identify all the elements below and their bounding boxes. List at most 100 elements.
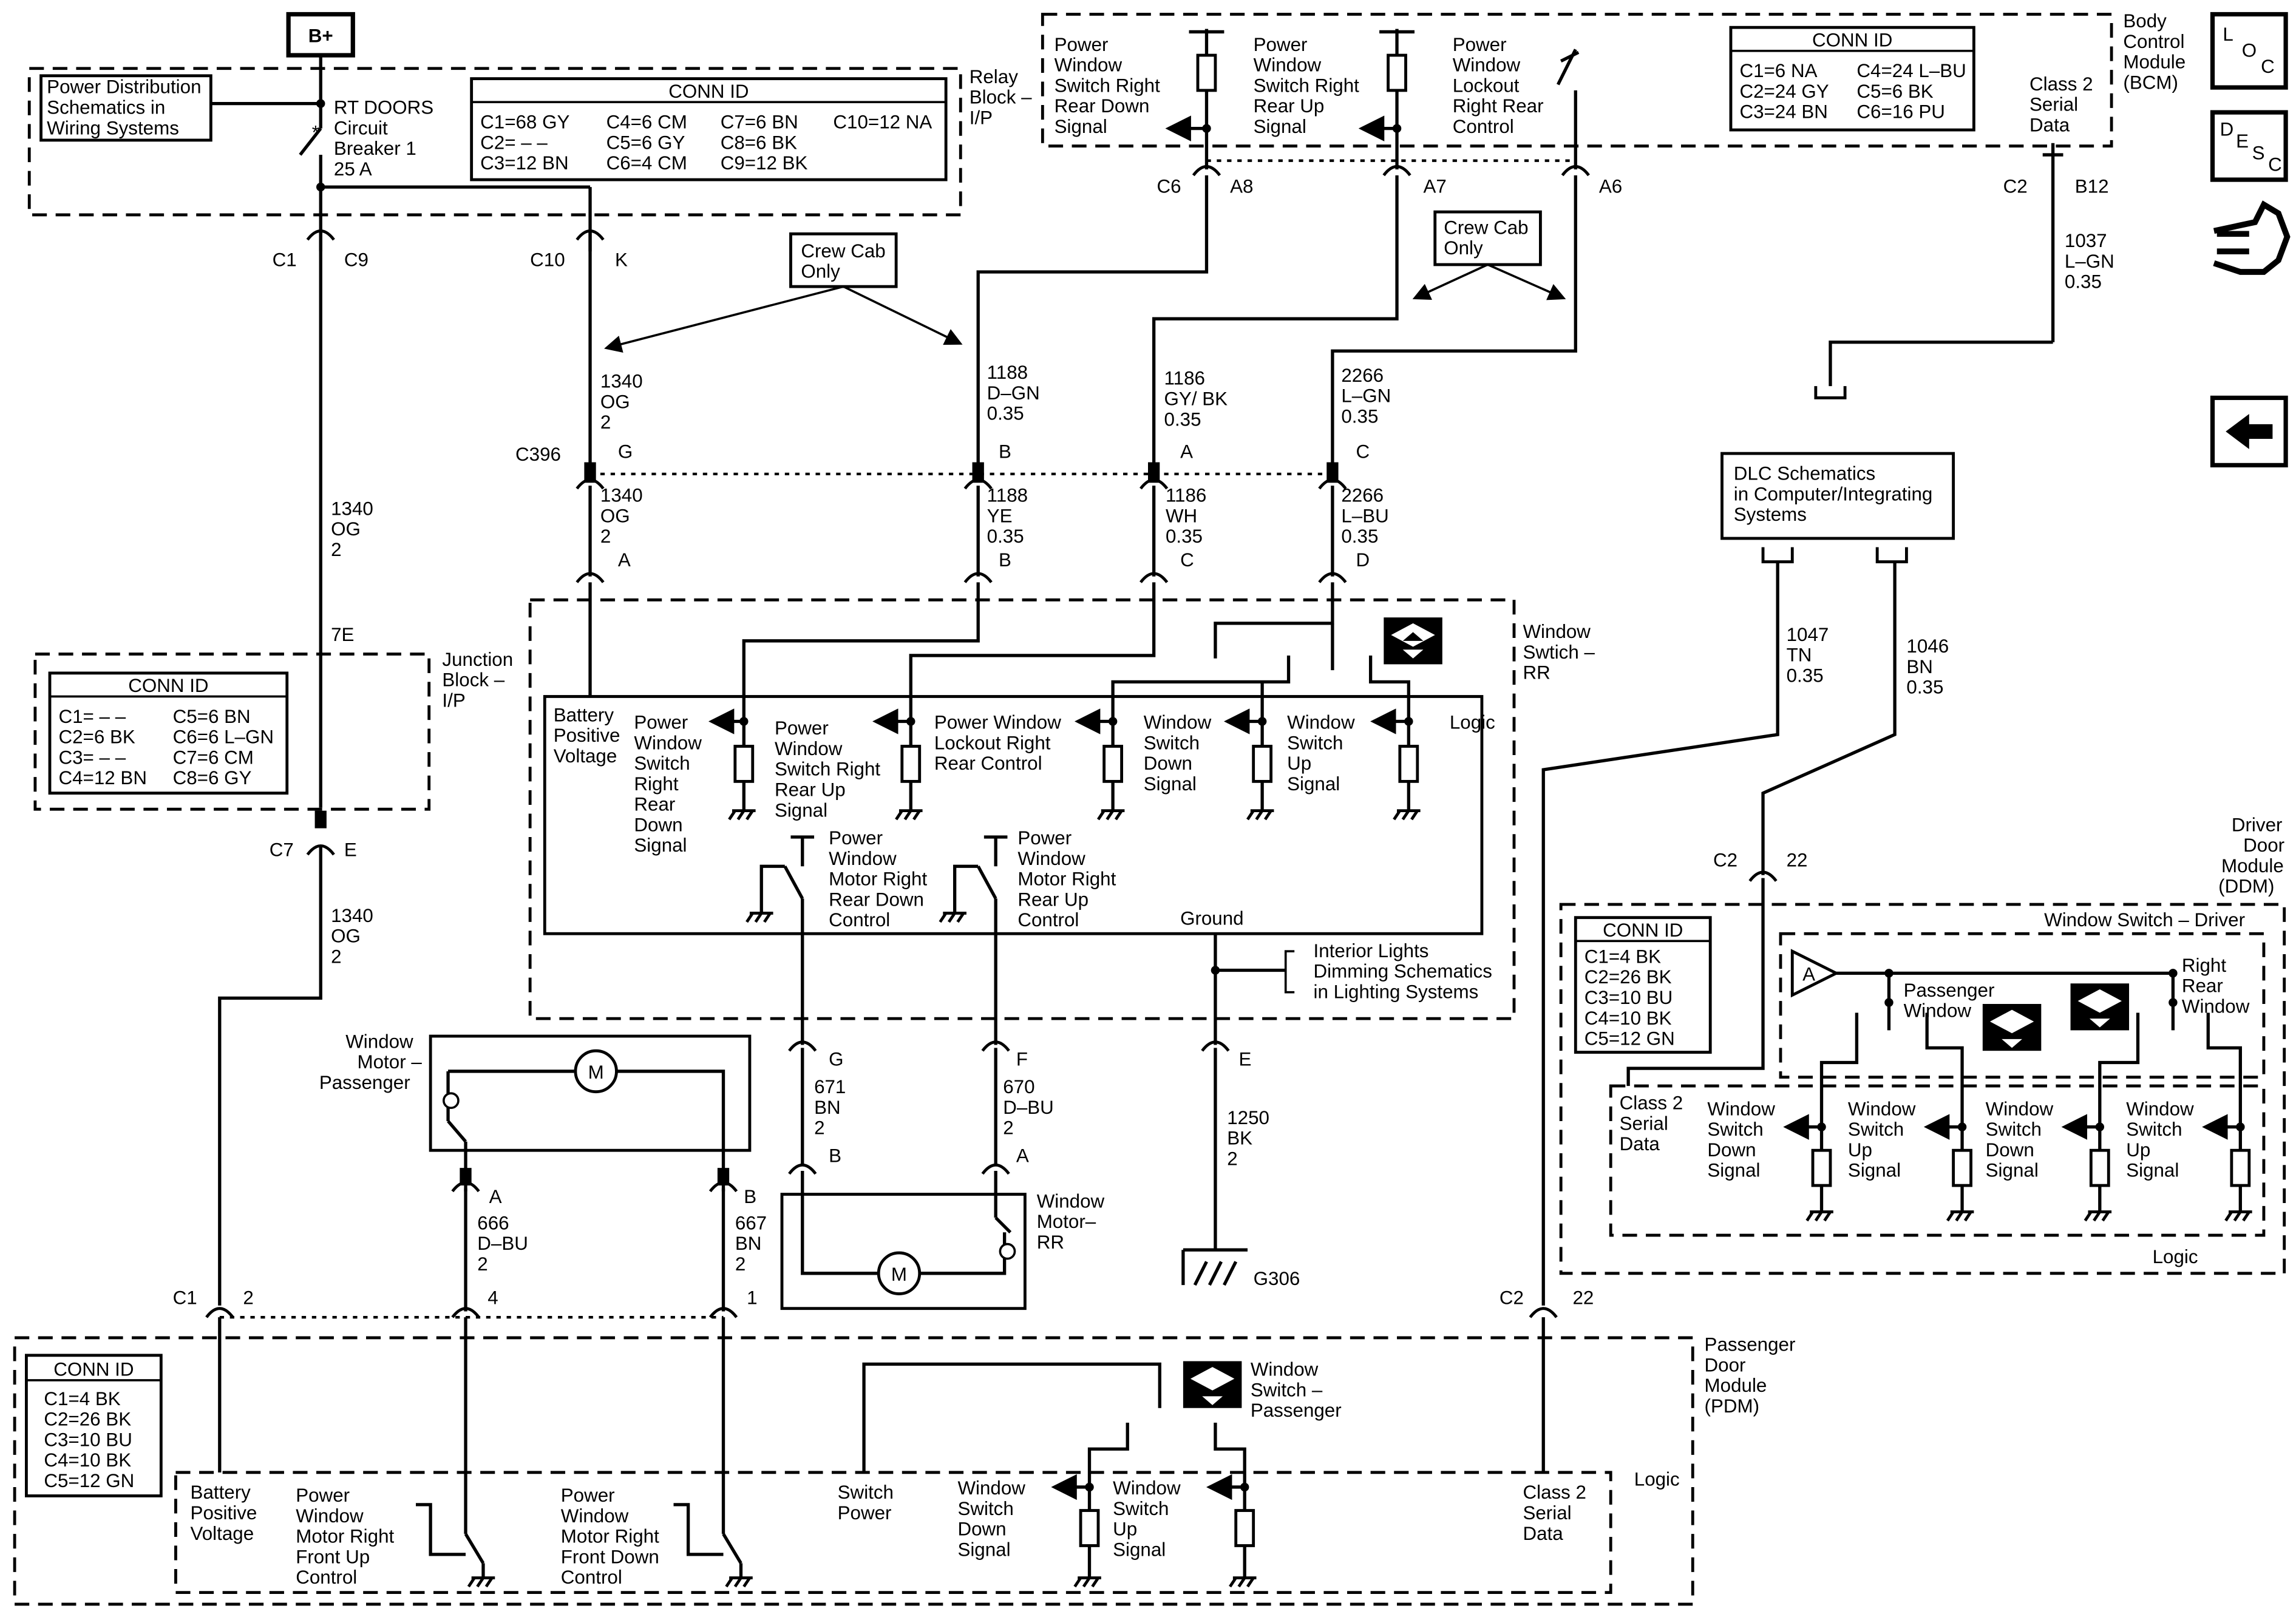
diagram-label: Switch (1113, 1498, 1169, 1519)
wire-1037-label: 1037 L–GN 0.35 (2065, 230, 2114, 293)
location-icon[interactable]: L O C (2210, 12, 2288, 90)
pds-line-3: Wiring Systems (47, 117, 179, 138)
diagram-label: C3=12 BN (480, 152, 569, 174)
rr-bottom-connectors: G F E 671 BN 2 670 D–BU 2 1250 BK 2 (788, 1040, 1269, 1250)
diagram-label: Power (829, 827, 883, 849)
diagram-label: C2= – – (480, 132, 548, 153)
diagram-label: C1=4 BK (1584, 946, 1661, 967)
diagram-label: Motor Right (561, 1526, 659, 1547)
connector-tool-icon[interactable] (2213, 200, 2291, 275)
dlc-connection (1814, 341, 2053, 399)
diagram-label: Systems (1734, 504, 1807, 525)
window-switch-rr-label: Window Swtich – RR Logic (1450, 621, 1595, 733)
diagram-label: C4=24 L–BU (1856, 60, 1966, 81)
crew-cab-note-2[interactable]: Crew Cab Only (1412, 210, 1566, 300)
diagram-label: Passenger (1705, 1334, 1796, 1355)
diagram-label: DLC Schematics (1734, 463, 1875, 484)
power-distribution-ref[interactable]: Power Distribution Schematics in Wiring … (39, 74, 212, 142)
diagram-label: Window (1037, 1190, 1105, 1212)
diagram-label: L–GN (1341, 385, 1391, 407)
dlc-ref[interactable]: DLC Schematics in Computer/Integrating S… (1720, 452, 1955, 540)
diagram-label: Logic (1450, 712, 1495, 733)
diagram-label: 1186 (1164, 368, 1205, 389)
description-icon[interactable]: D E S C (2210, 110, 2288, 182)
diagram-label: Signal (1055, 116, 1107, 137)
diagram-label: CONN ID (1812, 30, 1892, 51)
diagram-label: Window (775, 738, 843, 759)
diagram-label: C5=12 GN (44, 1470, 134, 1491)
diagram-label: BN (814, 1097, 841, 1118)
ddm-passenger-switch-icon[interactable] (1982, 1004, 2042, 1051)
diagram-label: C3=10 BU (1584, 987, 1673, 1008)
diagram-label: Module (2221, 855, 2284, 876)
diagram-label: Right Rear (1453, 95, 1544, 117)
bcm-circuit-a7 (1358, 29, 1415, 170)
diagram-label: TN (1787, 645, 1812, 666)
diagram-label: 0.35 (987, 403, 1024, 424)
diagram-label: Rear Down (1055, 95, 1150, 117)
diagram-label: Class 2 (2029, 73, 2093, 95)
diagram-label: 0.35 (987, 526, 1024, 547)
diagram-label: A (489, 1186, 502, 1207)
diagram-label: B (744, 1186, 756, 1207)
diagram-label: Window (2182, 995, 2250, 1017)
diagram-label: Circuit (334, 117, 388, 138)
diagram-label: Lockout (1453, 75, 1520, 96)
diagram-label: C1= – – (58, 706, 126, 727)
diagram-label: Window (1113, 1477, 1181, 1499)
diagram-label: Serial (1523, 1502, 1571, 1524)
ddm-boundary (1559, 903, 2286, 1275)
crew-cab-note-1[interactable]: Crew Cab Only (604, 232, 963, 353)
diagram-label: Down (957, 1519, 1006, 1540)
diagram-label: Serial (2029, 94, 2078, 115)
diagram-label: (BCM) (2123, 72, 2178, 93)
diagram-label: C1=4 BK (44, 1388, 120, 1409)
diagram-label: Driver (2232, 814, 2283, 835)
diagram-label: A (618, 549, 631, 571)
relay-conn-id-table: CONN ID C1=68 GY C4=6 CM C7=6 BN C10=12 … (470, 77, 948, 181)
diagram-label: D–BU (477, 1233, 528, 1254)
window-switch-icon-rr[interactable] (1384, 617, 1442, 665)
diagram-label: G (618, 441, 633, 462)
diagram-label: C6=16 PU (1856, 101, 1945, 123)
diagram-label: Positive (191, 1502, 257, 1524)
bcm-conn-id-table: CONN ID C1=6 NA C4=24 L–BU C2=24 GY C5=6… (1729, 25, 1975, 132)
b-plus-terminal: B+ (286, 12, 355, 58)
diagram-label: 670 (1003, 1076, 1034, 1097)
bottom-wire-labels: 1340 OG 2 1188 YE 0.35 1186 WH 0.35 2266… (600, 485, 1389, 547)
diagram-label: Window (1848, 1098, 1916, 1119)
diagram-label: 671 (814, 1076, 846, 1097)
diagram-label: D–GN (987, 382, 1040, 404)
diagram-label: OG (600, 391, 630, 412)
diagram-label: C6=4 CM (606, 152, 687, 174)
diagram-label: Rear (2182, 975, 2223, 997)
rr-internal-wires (588, 582, 1410, 747)
diagram-label: 2 (243, 1287, 253, 1308)
diagram-label: B (999, 441, 1011, 462)
diagram-label: C6 (1156, 176, 1181, 197)
diagram-label: Window (1017, 848, 1085, 869)
ddm-switch-title: Window Switch – Driver (2044, 909, 2245, 931)
diagram-label: C2=6 BK (58, 727, 135, 748)
diagram-label: CONN ID (128, 675, 208, 696)
diagram-label: C2=26 BK (44, 1409, 131, 1430)
diagram-label: Rear Up (1254, 95, 1325, 117)
diagram-label: C2 (2003, 176, 2028, 197)
diagram-label: K (615, 249, 628, 270)
diagram-label: Front Down (561, 1546, 659, 1567)
pds-line-2: Schematics in (47, 97, 165, 118)
diagram-label: OG (331, 926, 361, 947)
junction-block-boundary (33, 653, 431, 811)
diagram-label: in Computer/Integrating (1734, 483, 1933, 504)
diagram-label: Window (1251, 1359, 1319, 1380)
diagram-label: Rear Control (934, 753, 1042, 774)
interior-lights-ref[interactable]: Interior Lights Dimming Schematics in Li… (1284, 940, 1492, 1003)
back-arrow-icon[interactable] (2210, 395, 2288, 468)
diagram-label: 2 (477, 1253, 487, 1275)
diagram-label: Signal (1254, 116, 1306, 137)
diagram-label: Breaker 1 (334, 138, 416, 159)
ddm-rear-switch-icon[interactable] (2070, 983, 2130, 1031)
diagram-label: C3=24 BN (1739, 101, 1828, 123)
pdm-switch-icon[interactable] (1183, 1361, 1242, 1408)
diagram-label: Window (1986, 1098, 2054, 1119)
